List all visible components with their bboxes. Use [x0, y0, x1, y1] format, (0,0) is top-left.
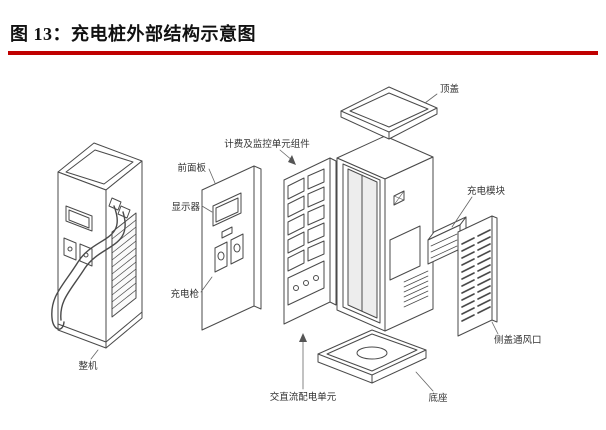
leader-lines — [90, 93, 499, 392]
title-underline — [8, 51, 598, 55]
arrowhead — [299, 333, 307, 342]
label-charging-module: 充电模块 — [467, 185, 506, 197]
unit-display-screen — [65, 205, 93, 232]
charging-cable — [51, 205, 118, 330]
label-display: 显示器 — [171, 202, 200, 213]
panel-display-screen — [212, 192, 242, 227]
charging-cable — [60, 211, 126, 321]
side-vent-panel-drawing — [457, 215, 498, 337]
charging-gun-holstered — [108, 197, 122, 211]
figure-header: 图 13：充电桩外部结构示意图 — [0, 0, 606, 60]
label-top-cover: 顶盖 — [440, 83, 460, 95]
label-base: 底座 — [428, 392, 448, 404]
label-front-panel: 前面板 — [177, 162, 206, 174]
charging-gun-holstered — [117, 205, 131, 219]
base-plate-drawing — [317, 329, 427, 384]
arrowhead — [288, 155, 296, 165]
assembled-unit-drawing — [51, 142, 143, 349]
figure-title: 图 13：充电桩外部结构示意图 — [10, 24, 256, 44]
cabinet-frame-drawing — [336, 135, 434, 332]
billing-monitor-board-drawing — [283, 157, 337, 325]
gun-holster-socket — [214, 241, 228, 273]
module-slot-opening — [389, 225, 421, 281]
front-panel-drawing — [201, 165, 262, 331]
exploded-diagram: 顶盖 计费及监控单元组件 前面板 显示器 充电模块 充电枪 侧盖通风口 整机 交… — [0, 60, 606, 430]
gun-holster-socket — [230, 233, 244, 265]
ac-dc-distribution-box — [287, 260, 325, 306]
label-whole-machine: 整机 — [78, 360, 98, 372]
label-billing-monitor-unit: 计费及监控单元组件 — [224, 138, 310, 150]
label-charging-gun: 充电枪 — [170, 288, 199, 300]
exploded-view-svg: 顶盖 计费及监控单元组件 前面板 显示器 充电模块 充电枪 侧盖通风口 整机 交… — [51, 83, 542, 404]
part-labels: 顶盖 计费及监控单元组件 前面板 显示器 充电模块 充电枪 侧盖通风口 整机 交… — [78, 83, 541, 404]
label-ac-dc-unit: 交直流配电单元 — [270, 391, 337, 403]
top-cover-drawing — [340, 86, 438, 140]
label-side-vent: 侧盖通风口 — [494, 334, 542, 346]
